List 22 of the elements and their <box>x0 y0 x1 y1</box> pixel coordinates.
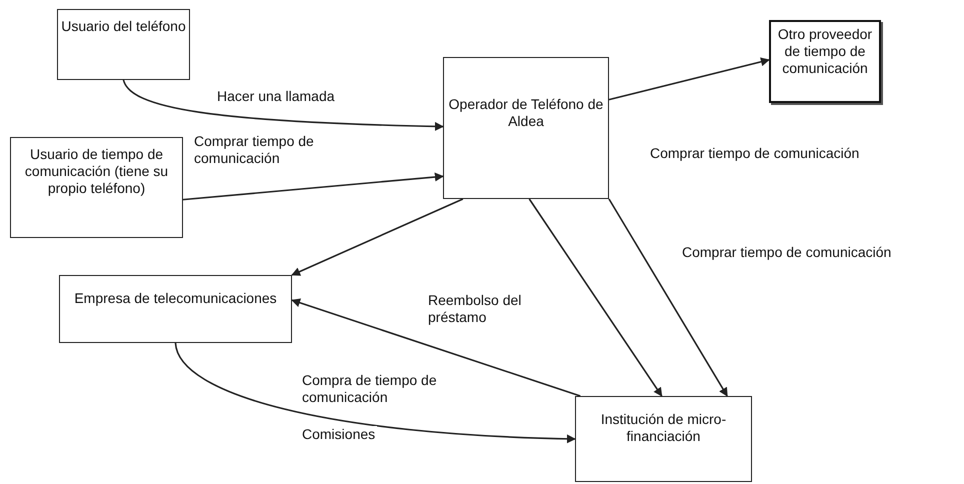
node-label: Institución de micro-financiación <box>600 411 728 445</box>
arrow <box>182 172 444 200</box>
process-box <box>10 137 183 238</box>
arrow <box>122 80 444 131</box>
node-label: Otro proveedor de tiempo de comunicación <box>776 26 874 77</box>
process-box <box>769 20 881 103</box>
node-label: Empresa de telecomunicaciones <box>74 290 277 307</box>
arrow <box>174 342 576 444</box>
node-label: Usuario del teléfono <box>61 18 186 35</box>
edge-label: Comprar tiempo de comunicación <box>648 145 862 162</box>
arrow <box>291 298 581 397</box>
arrow <box>608 57 770 100</box>
node-label: Operador de Teléfono de Aldea <box>448 96 604 130</box>
process-box <box>443 57 609 199</box>
arrow <box>608 198 728 397</box>
arrow <box>528 198 662 397</box>
node-label: Usuario de tiempo de comunicación (tiene su propio teléfono) <box>24 146 170 197</box>
process-box <box>575 396 752 482</box>
process-box <box>59 275 292 343</box>
process-box <box>57 9 190 80</box>
edge-label: Comprar tiempo de comunicación <box>680 244 894 261</box>
arrow <box>291 198 464 276</box>
